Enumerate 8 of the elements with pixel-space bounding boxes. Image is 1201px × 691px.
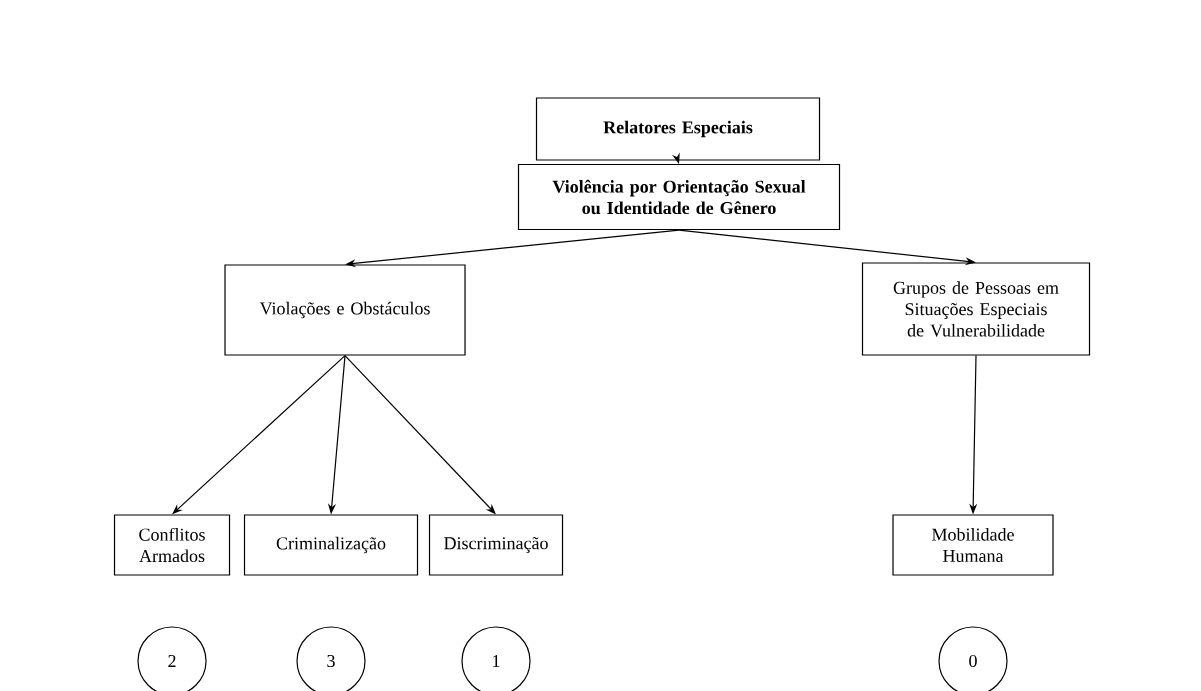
- process-box: Criminalização: [243, 514, 419, 576]
- process-box: Relatores Especiais: [535, 97, 821, 161]
- process-box: Discriminação: [428, 514, 564, 576]
- process-box: Violência por Orientação Sexual ou Identidade de Gênero: [517, 163, 841, 231]
- process-box: Grupos de Pessoas em Situações Especiais de Vulnerabilidade: [861, 262, 1091, 356]
- process-box: Violações e Obstáculos: [224, 264, 466, 356]
- process-box: Conflitos Armados: [113, 514, 231, 576]
- process-box: Mobilidade Humana: [892, 514, 1054, 576]
